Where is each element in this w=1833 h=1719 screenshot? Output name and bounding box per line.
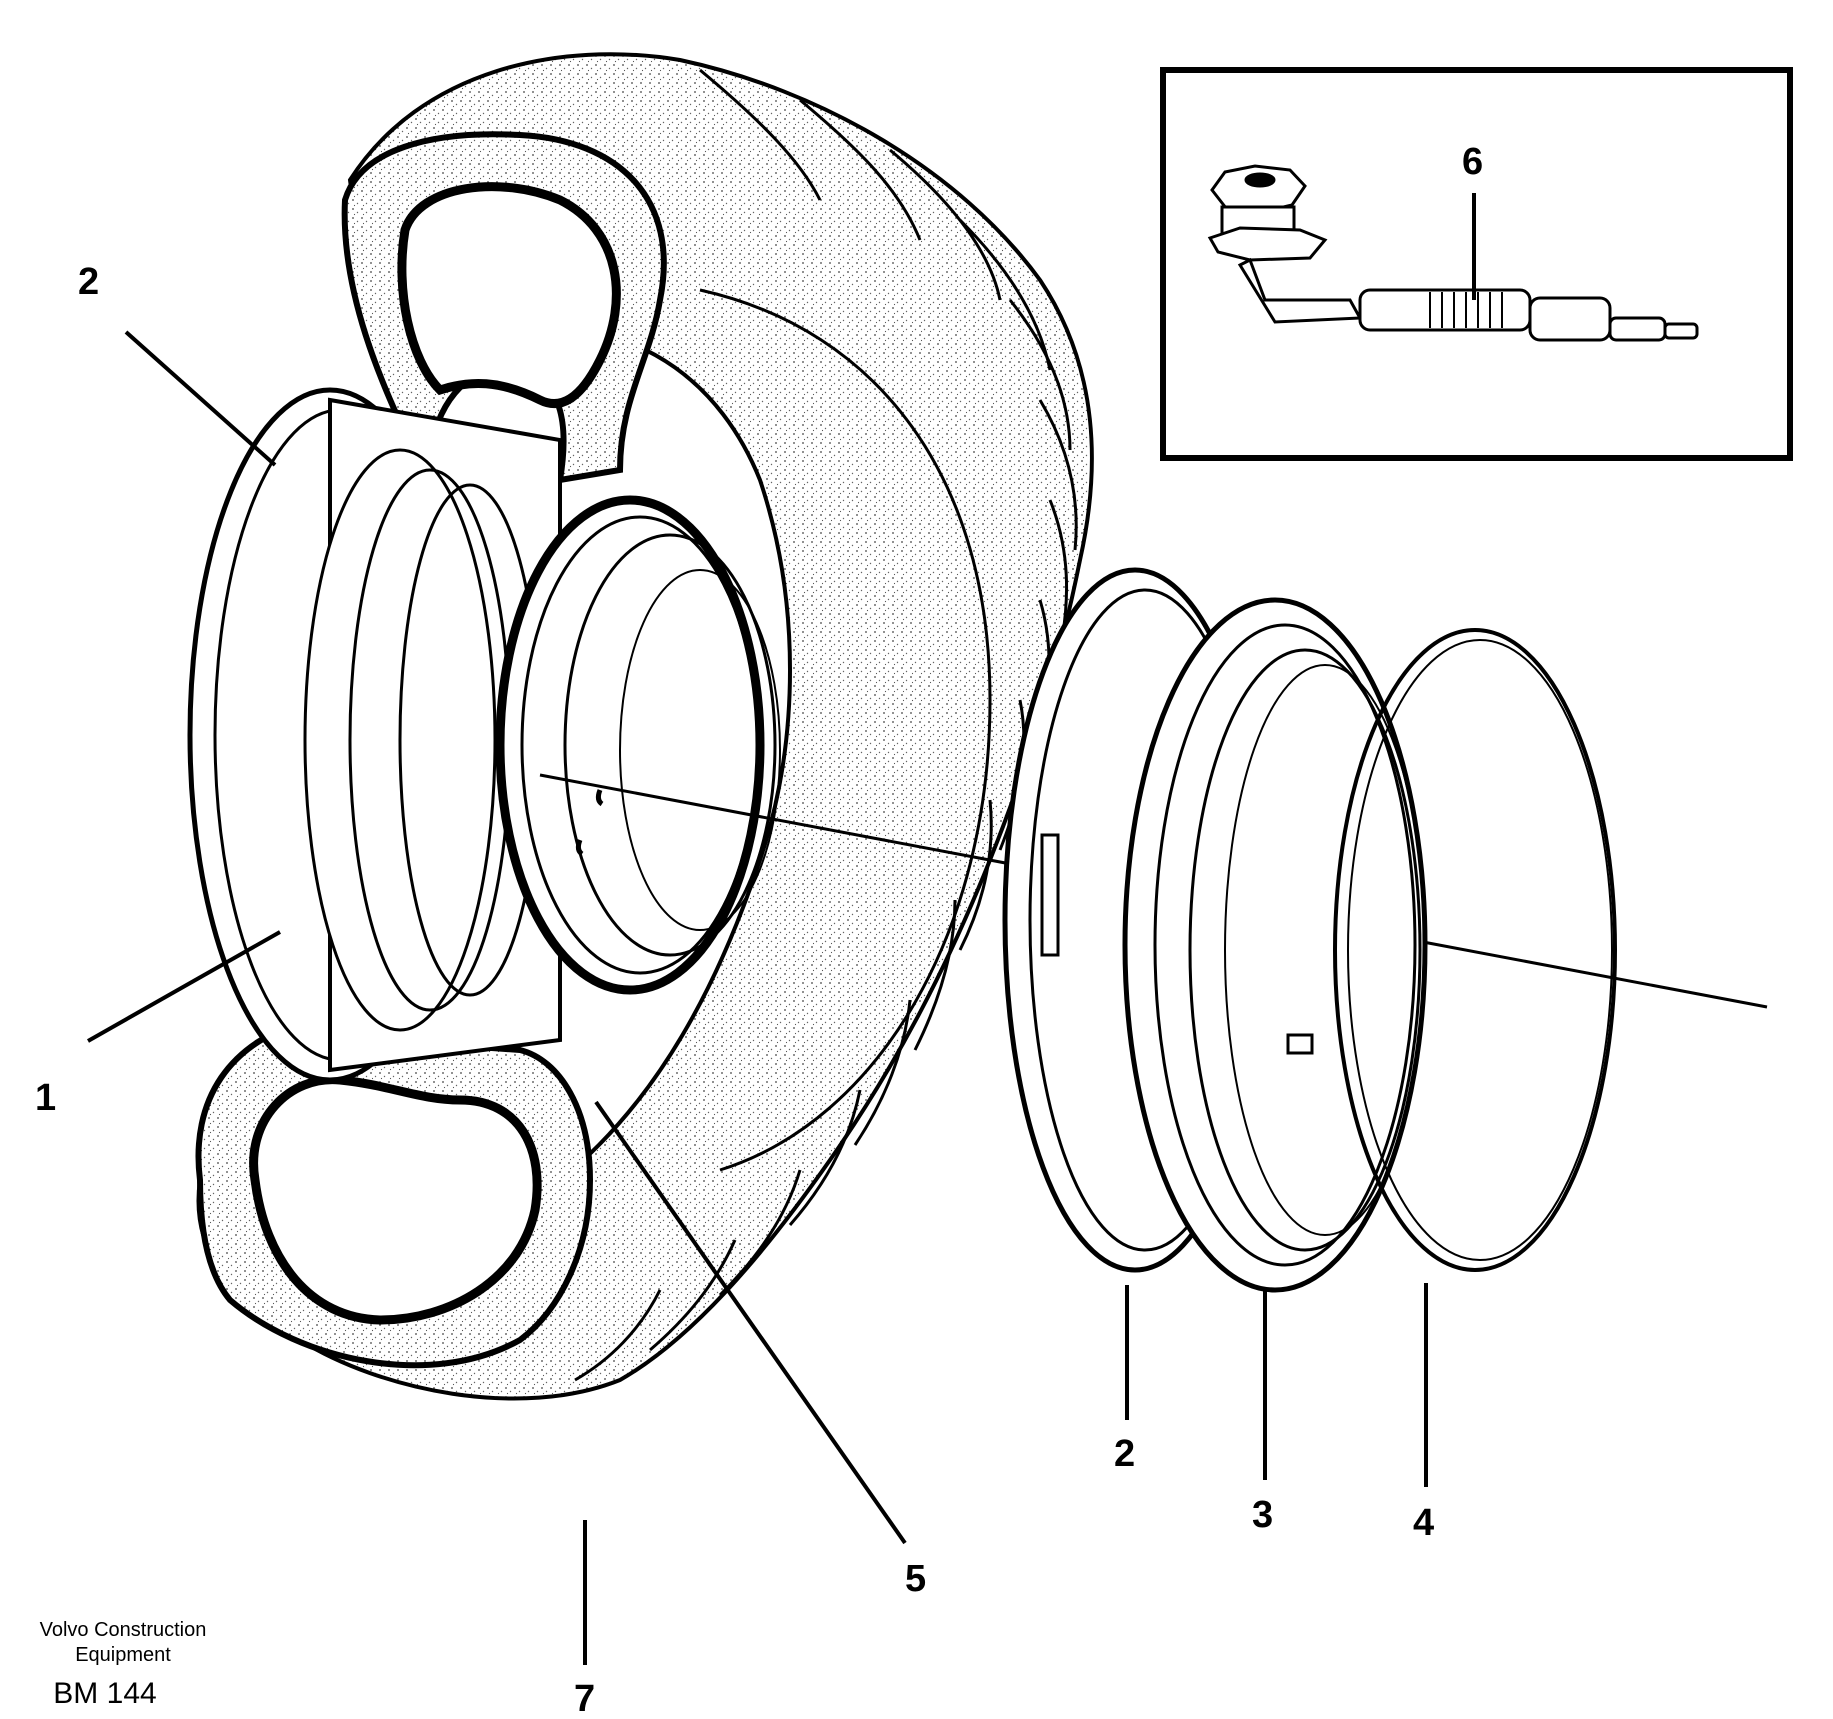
- callout-3: 3: [1252, 1494, 1273, 1536]
- tire-lower-inner: [249, 1075, 542, 1325]
- lock-ring: [495, 495, 765, 995]
- company-name-line2: Equipment: [75, 1644, 171, 1666]
- drawing-code: BM 144: [53, 1677, 156, 1710]
- callout-7: 7: [574, 1678, 595, 1719]
- tire-outer-outline: [196, 52, 1094, 1401]
- bead-seat-ring: [1122, 597, 1428, 1293]
- valve-inset: [1160, 67, 1793, 461]
- tire-upper-inner: [397, 182, 621, 409]
- rim: [187, 387, 781, 1083]
- tire: [195, 52, 1094, 1401]
- callout-4: 4: [1413, 1502, 1434, 1544]
- callout-1: 1: [35, 1077, 56, 1119]
- company-name-line1: Volvo Construction: [40, 1619, 207, 1641]
- lock-ring-outer: [1286, 628, 1617, 1272]
- callout-2-left: 2: [78, 261, 99, 303]
- callout-5: 5: [905, 1558, 926, 1600]
- leader-1: [87, 930, 281, 1043]
- callout-2-right: 2: [1114, 1433, 1135, 1475]
- leader-5: [594, 1100, 907, 1545]
- callout-6: 6: [1462, 141, 1483, 183]
- valve-drawing: [1207, 164, 1699, 342]
- leader-lines: [87, 193, 1476, 1665]
- inset-frame: [1160, 67, 1793, 461]
- leader-2-left: [124, 330, 277, 467]
- tire-sidewall: [699, 288, 992, 1172]
